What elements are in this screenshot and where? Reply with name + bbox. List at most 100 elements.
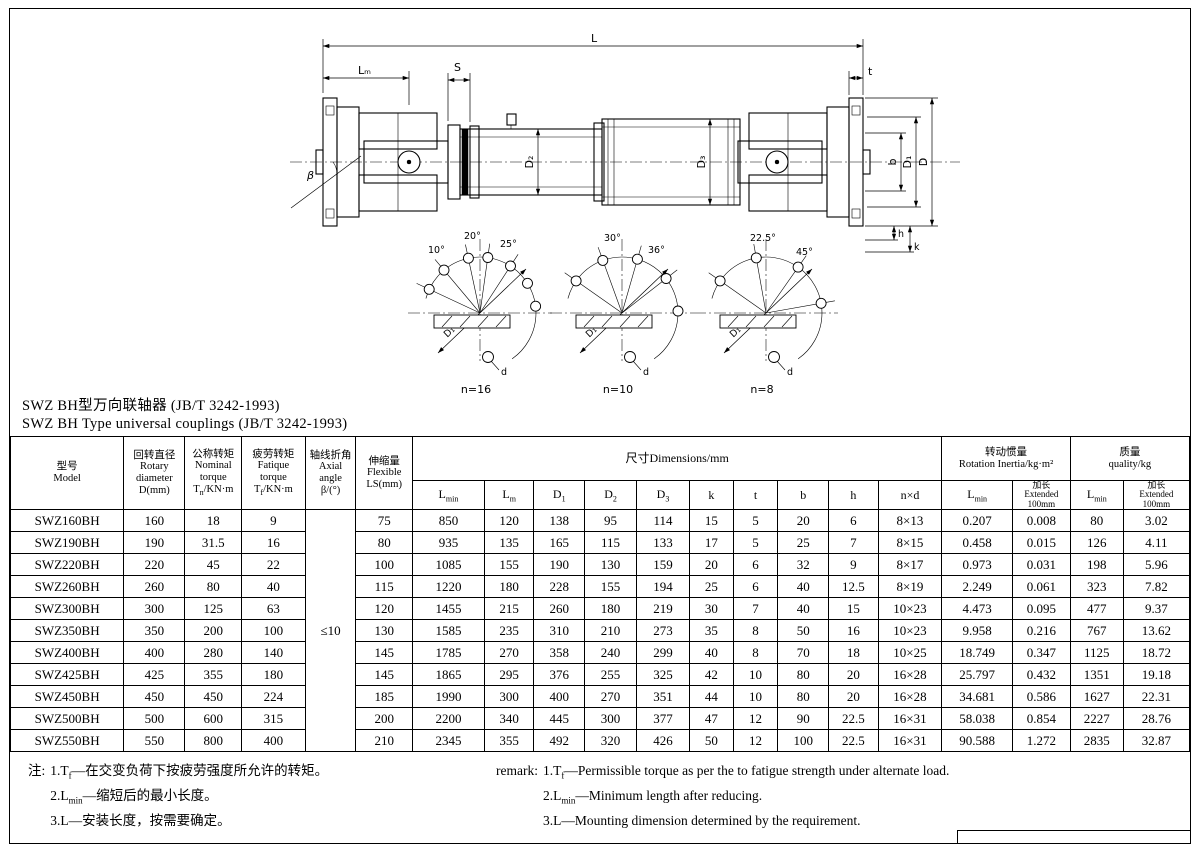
cell-value: 2835 [1069, 729, 1124, 753]
cell-value: 358 [533, 641, 586, 665]
cell-value: 16×31 [877, 707, 943, 731]
note-item-en-2: 2.Lmin—Minimum length after reducing. [542, 788, 763, 806]
cell-value: 2200 [411, 707, 485, 731]
cell-value: 355 [483, 729, 535, 753]
cell-value: 299 [635, 641, 691, 665]
cell-value: 310 [533, 619, 586, 643]
note-item-en-1: 1.Tf—Permissible torque as per the to fa… [542, 763, 950, 781]
angle-label: 25° [500, 239, 517, 250]
cell-value: 351 [635, 685, 691, 709]
cell-value: 325 [635, 663, 691, 687]
cell-value: 9.958 [941, 619, 1014, 643]
cell-value: 550 [123, 729, 186, 753]
cell-value: 12 [732, 729, 779, 753]
note-item-cn-2: 2.Lmin—缩短后的最小长度。 [50, 788, 218, 806]
cell-value: 340 [483, 707, 535, 731]
title-block-box [957, 830, 1190, 843]
cell-value: 58.038 [941, 707, 1014, 731]
cell-value: 63 [241, 597, 306, 621]
cell-value: 165 [533, 531, 586, 555]
dim-label-D3: D₃ [695, 156, 708, 169]
cell-value: 5.96 [1122, 553, 1191, 577]
notes-section: 注: 1.Tf—在交变负荷下按疲劳强度所允许的转矩。 2.Lmin—缩短后的最小… [10, 752, 1190, 829]
cell-value: 115 [355, 575, 413, 599]
cell-value: 16×28 [877, 685, 943, 709]
cell-value: 1351 [1069, 663, 1124, 687]
cell-value: 0.432 [1012, 663, 1071, 687]
cell-value: 115 [584, 531, 637, 555]
cell-value: 1455 [411, 597, 485, 621]
notes-cn-prefix: 注: [28, 763, 46, 779]
cell-value: 180 [241, 663, 306, 687]
cell-value: 4.11 [1122, 531, 1191, 555]
cell-value: 4.473 [941, 597, 1014, 621]
cell-value: 0.095 [1012, 597, 1071, 621]
cell-value: 492 [533, 729, 586, 753]
cell-value: 25 [689, 575, 734, 599]
cell-value: 800 [184, 729, 243, 753]
cell-axial-angle: ≤10 [304, 509, 357, 753]
cell-model: SWZ350BH [9, 619, 125, 643]
cell-value: 16 [828, 619, 879, 643]
subheader-lm: Lm [483, 479, 535, 511]
cell-value: 130 [355, 619, 413, 643]
angle-label: 30° [604, 233, 621, 244]
cell-value: 135 [483, 531, 535, 555]
cell-value: 120 [355, 597, 413, 621]
cell-value: 80 [777, 663, 830, 687]
cell-value: 0.061 [1012, 575, 1071, 599]
cell-value: 198 [1069, 553, 1124, 577]
note-item-cn-3: 3.L—安装长度，按需要确定。 [50, 812, 231, 828]
dim-label-beta: β [306, 169, 314, 182]
cell-value: 20 [828, 685, 879, 709]
cell-value: 5 [732, 531, 779, 555]
cell-value: 425 [123, 663, 186, 687]
cell-value: 220 [123, 553, 186, 577]
subheader-h: h [828, 479, 879, 511]
cell-value: 7.82 [1122, 575, 1191, 599]
cell-value: 400 [533, 685, 586, 709]
cell-value: 8 [732, 619, 779, 643]
cell-model: SWZ400BH [9, 641, 125, 665]
cell-value: 323 [1069, 575, 1124, 599]
cell-value: 300 [123, 597, 186, 621]
cell-value: 2227 [1069, 707, 1124, 731]
cell-value: 18.72 [1122, 641, 1191, 665]
cell-value: 120 [483, 509, 535, 533]
cell-value: 194 [635, 575, 691, 599]
hole-count-label: n=16 [461, 383, 491, 395]
cell-value: 32 [777, 553, 830, 577]
dim-label-t: t [868, 65, 873, 78]
cell-model: SWZ220BH [9, 553, 125, 577]
cell-value: 0.008 [1012, 509, 1071, 533]
cell-value: 130 [584, 553, 637, 577]
hole-count-label: n=10 [603, 383, 633, 395]
cell-value: 31.5 [184, 531, 243, 555]
cell-value: 32.87 [1122, 729, 1191, 753]
cell-value: 1585 [411, 619, 485, 643]
cell-value: 445 [533, 707, 586, 731]
cell-value: 1220 [411, 575, 485, 599]
cell-value: 15 [689, 509, 734, 533]
subheader-inertia-lmin: Lmin [941, 479, 1014, 511]
cell-value: 10×23 [877, 597, 943, 621]
cell-value: 219 [635, 597, 691, 621]
cell-value: 40 [241, 575, 306, 599]
cell-value: 160 [123, 509, 186, 533]
cell-value: 40 [777, 575, 830, 599]
cell-value: 1990 [411, 685, 485, 709]
cell-value: 295 [483, 663, 535, 687]
cell-value: 95 [584, 509, 637, 533]
